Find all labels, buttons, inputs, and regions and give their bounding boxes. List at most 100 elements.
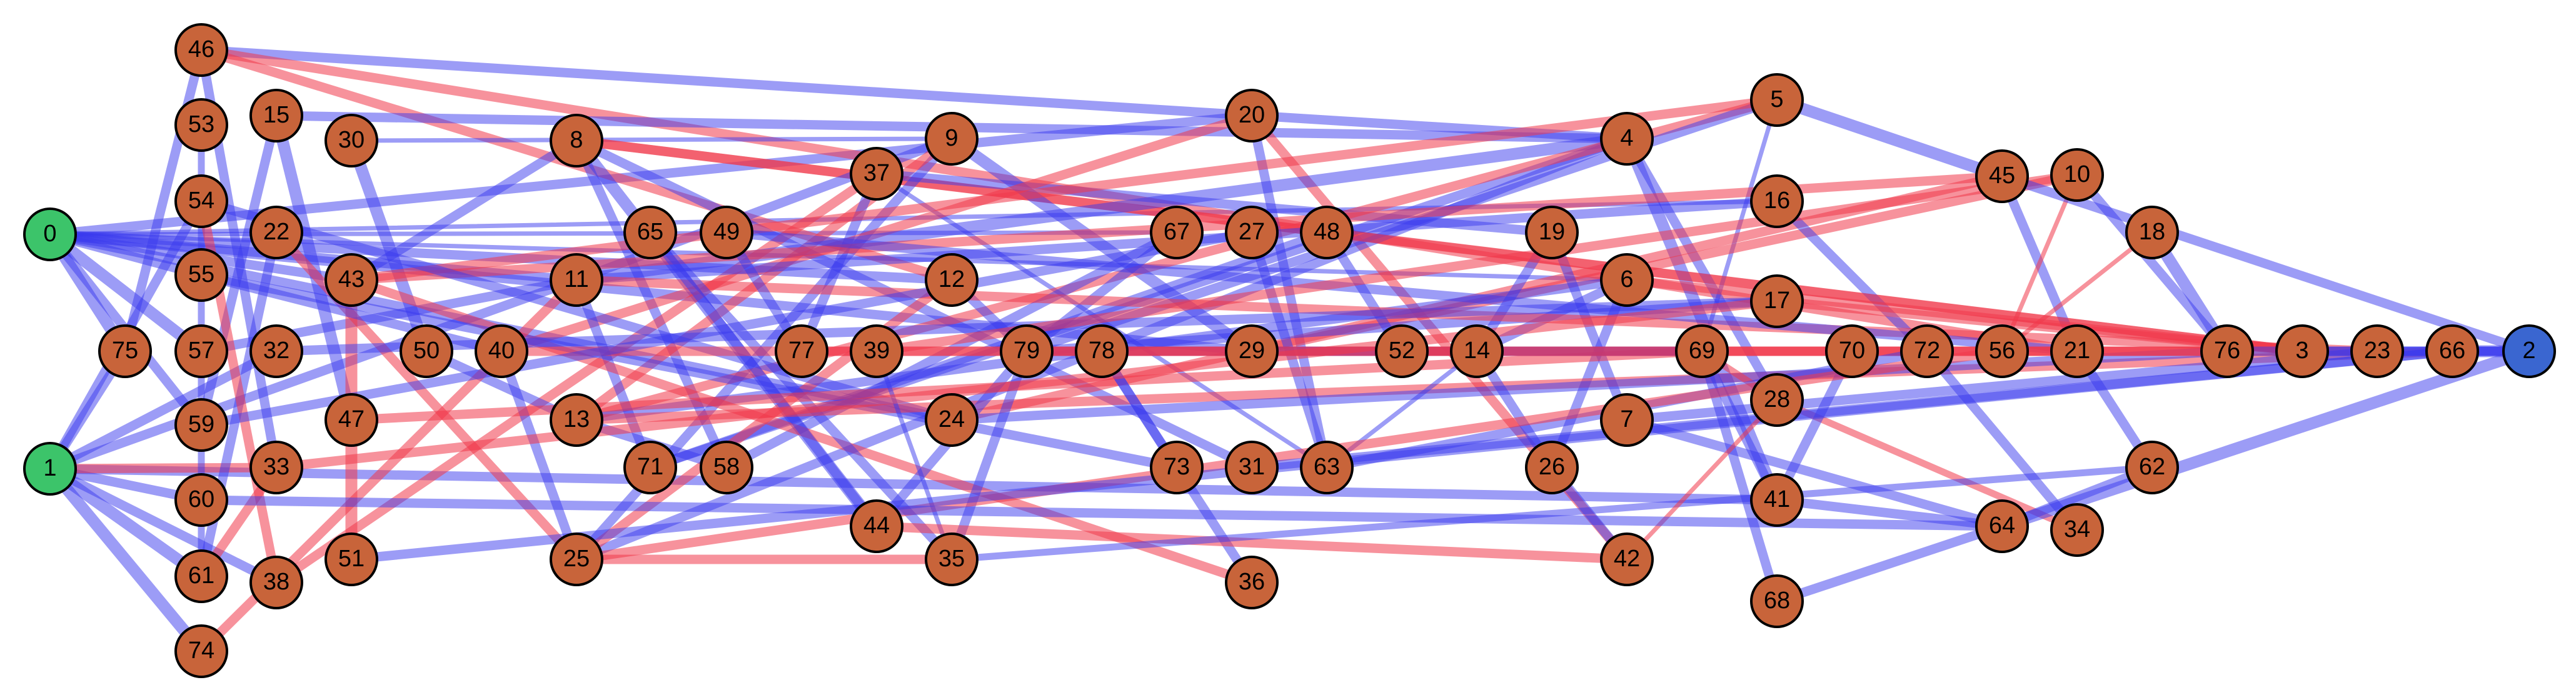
node-circle-69 bbox=[1675, 324, 1729, 378]
node-38: 38 bbox=[249, 556, 303, 609]
node-label-69: 69 bbox=[1689, 338, 1715, 364]
node-circle-34 bbox=[2050, 503, 2104, 557]
edge-59-27 bbox=[196, 228, 1257, 430]
node-34: 34 bbox=[2050, 503, 2104, 557]
edge-44-42 bbox=[872, 521, 1632, 564]
edge-48-3 bbox=[1322, 228, 2307, 356]
edge-1-74 bbox=[44, 462, 208, 658]
node-label-12: 12 bbox=[938, 266, 965, 292]
node-27: 27 bbox=[1225, 206, 1279, 259]
edge-46-75 bbox=[120, 45, 206, 356]
node-35: 35 bbox=[925, 532, 979, 586]
node-circle-43 bbox=[325, 253, 378, 307]
edge-37-38 bbox=[271, 169, 882, 588]
node-label-67: 67 bbox=[1164, 219, 1190, 245]
edge-5-45 bbox=[1771, 94, 2008, 182]
node-18: 18 bbox=[2125, 206, 2179, 259]
node-circle-18 bbox=[2125, 206, 2179, 259]
edge-72-34 bbox=[1922, 346, 2082, 535]
node-circle-55 bbox=[174, 248, 228, 302]
node-label-8: 8 bbox=[570, 127, 583, 153]
node-label-72: 72 bbox=[1914, 338, 1940, 364]
node-label-13: 13 bbox=[563, 406, 590, 432]
node-label-19: 19 bbox=[1539, 219, 1565, 245]
node-51: 51 bbox=[325, 532, 378, 586]
node-label-36: 36 bbox=[1239, 569, 1265, 595]
node-13: 13 bbox=[550, 393, 603, 447]
node-label-41: 41 bbox=[1764, 486, 1790, 512]
node-circle-7 bbox=[1600, 393, 1654, 447]
node-label-78: 78 bbox=[1089, 338, 1115, 364]
node-circle-76 bbox=[2200, 324, 2254, 378]
node-circle-12 bbox=[925, 253, 979, 307]
node-circle-67 bbox=[1150, 206, 1204, 259]
node-circle-57 bbox=[174, 324, 228, 378]
node-73: 73 bbox=[1150, 441, 1204, 494]
edge-39-10 bbox=[872, 170, 2082, 356]
node-circle-26 bbox=[1525, 441, 1579, 494]
node-64: 64 bbox=[1975, 499, 2029, 553]
node-circle-5 bbox=[1750, 73, 1804, 127]
node-label-63: 63 bbox=[1314, 454, 1340, 480]
edge-5-43 bbox=[346, 95, 1782, 285]
node-31: 31 bbox=[1225, 441, 1279, 494]
node-label-38: 38 bbox=[263, 569, 289, 595]
node-circle-24 bbox=[925, 393, 979, 447]
node-circle-1 bbox=[23, 442, 77, 496]
node-label-51: 51 bbox=[338, 546, 365, 572]
node-label-61: 61 bbox=[188, 562, 214, 589]
node-63: 63 bbox=[1300, 441, 1354, 494]
node-label-62: 62 bbox=[2139, 454, 2165, 480]
node-61: 61 bbox=[174, 549, 228, 603]
node-circle-19 bbox=[1525, 206, 1579, 259]
node-label-64: 64 bbox=[1989, 512, 2015, 539]
node-label-59: 59 bbox=[188, 411, 214, 438]
node-66: 66 bbox=[2425, 324, 2479, 378]
edge-31-66 bbox=[1247, 346, 2457, 472]
node-49: 49 bbox=[700, 206, 753, 259]
node-6: 6 bbox=[1600, 253, 1654, 307]
node-55: 55 bbox=[174, 248, 228, 302]
edge-60-64 bbox=[196, 495, 2007, 531]
node-circle-53 bbox=[174, 98, 228, 152]
node-label-65: 65 bbox=[637, 219, 663, 245]
node-label-5: 5 bbox=[1770, 86, 1783, 112]
node-52: 52 bbox=[1375, 324, 1429, 378]
edge-42-28 bbox=[1624, 398, 1779, 562]
node-circle-29 bbox=[1225, 324, 1279, 378]
node-circle-13 bbox=[550, 393, 603, 447]
node-circle-36 bbox=[1225, 556, 1279, 609]
node-label-30: 30 bbox=[338, 127, 365, 153]
node-circle-28 bbox=[1750, 373, 1804, 427]
node-circle-35 bbox=[925, 532, 979, 586]
node-33: 33 bbox=[249, 441, 303, 494]
node-label-18: 18 bbox=[2139, 219, 2165, 245]
node-label-44: 44 bbox=[863, 512, 890, 539]
node-circle-49 bbox=[700, 206, 753, 259]
node-label-79: 79 bbox=[1014, 338, 1040, 364]
node-circle-72 bbox=[1900, 324, 1954, 378]
edge-7-64 bbox=[1622, 415, 2007, 531]
node-12: 12 bbox=[925, 253, 979, 307]
edge-54-24 bbox=[196, 196, 957, 425]
node-circle-62 bbox=[2125, 441, 2179, 494]
node-46: 46 bbox=[174, 23, 228, 77]
node-circle-65 bbox=[623, 206, 677, 259]
edge-55-40 bbox=[196, 270, 506, 356]
node-circle-4 bbox=[1600, 112, 1654, 166]
node-circle-54 bbox=[174, 174, 228, 228]
node-circle-66 bbox=[2425, 324, 2479, 378]
node-3: 3 bbox=[2275, 324, 2329, 378]
node-21: 21 bbox=[2050, 324, 2104, 378]
node-42: 42 bbox=[1600, 532, 1654, 586]
node-72: 72 bbox=[1900, 324, 1954, 378]
node-circle-79 bbox=[1000, 324, 1054, 378]
node-1: 1 bbox=[23, 442, 77, 496]
node-label-27: 27 bbox=[1239, 219, 1265, 245]
node-label-39: 39 bbox=[863, 338, 890, 364]
node-label-43: 43 bbox=[338, 266, 365, 292]
node-label-35: 35 bbox=[938, 546, 965, 572]
node-circle-23 bbox=[2350, 324, 2404, 378]
edge-46-4 bbox=[196, 45, 1632, 144]
node-29: 29 bbox=[1225, 324, 1279, 378]
